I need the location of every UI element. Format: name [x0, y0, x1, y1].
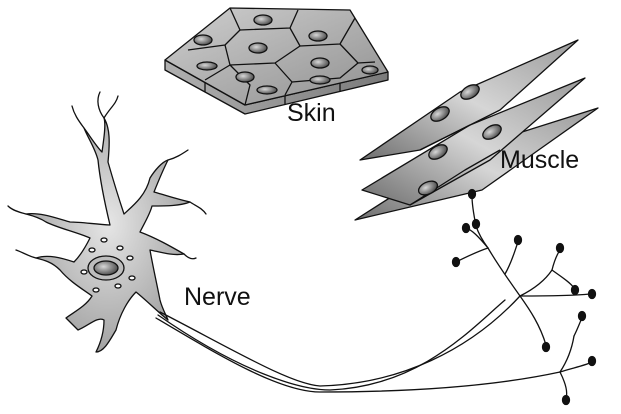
skin-cells — [165, 8, 388, 114]
nerve-label: Nerve — [184, 285, 251, 310]
muscle-label: Muscle — [500, 148, 579, 173]
skin-label: Skin — [287, 101, 336, 126]
muscle-cells — [355, 40, 598, 220]
